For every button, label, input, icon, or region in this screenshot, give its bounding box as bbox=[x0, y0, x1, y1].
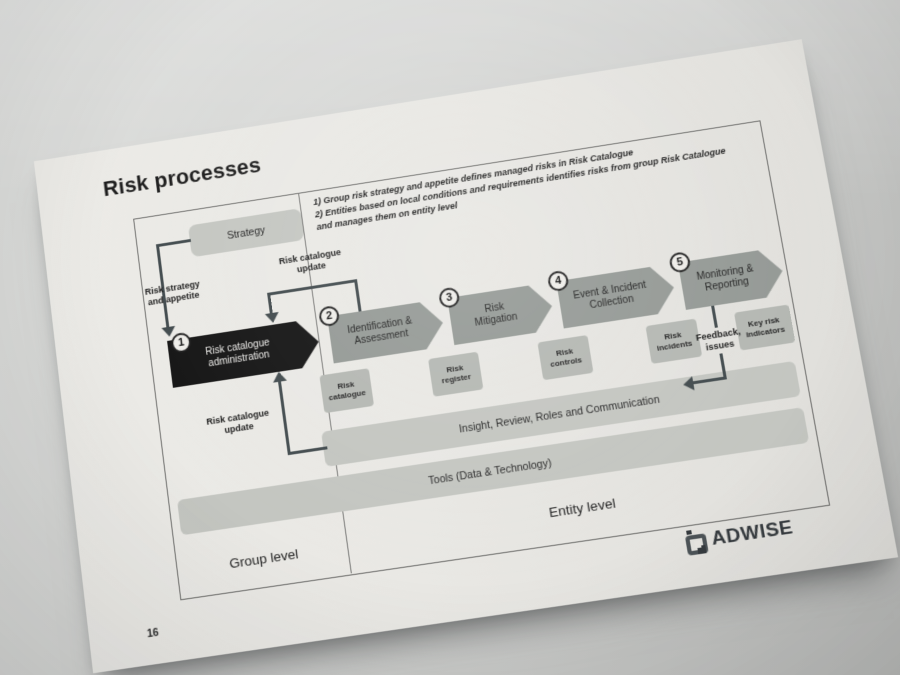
adwise-logo-text: ADWISE bbox=[709, 516, 795, 550]
strategy-label: Strategy bbox=[226, 224, 266, 242]
step-4-label: Event & Incident Collection bbox=[572, 279, 648, 312]
step-1-label: Risk catalogue administration bbox=[204, 337, 271, 370]
artifact-risk-register: Risk register bbox=[428, 351, 484, 397]
feedback-arrowhead-left-icon bbox=[682, 376, 695, 392]
page-number: 16 bbox=[146, 626, 160, 641]
step-5-label: Monitoring & Reporting bbox=[695, 263, 755, 294]
update-bottom-arrowhead-up-icon bbox=[271, 370, 287, 383]
printed-slide-paper: Risk processes 1) Group risk strategy an… bbox=[33, 39, 899, 674]
step-3-label: Risk Mitigation bbox=[474, 301, 519, 329]
artifact-risk-catalogue: Risk catalogue bbox=[319, 368, 375, 414]
bar-tools-label: Tools (Data & Technology) bbox=[427, 456, 553, 487]
page-title: Risk processes bbox=[101, 152, 263, 202]
artifact-risk-controls: Risk controls bbox=[537, 335, 594, 381]
update-top-arrowhead-down-icon bbox=[264, 311, 280, 324]
step-2-label: Identification & Assessment bbox=[346, 315, 413, 348]
adwise-logo-icon bbox=[684, 528, 710, 556]
slide: Risk processes 1) Group risk strategy an… bbox=[34, 39, 898, 673]
